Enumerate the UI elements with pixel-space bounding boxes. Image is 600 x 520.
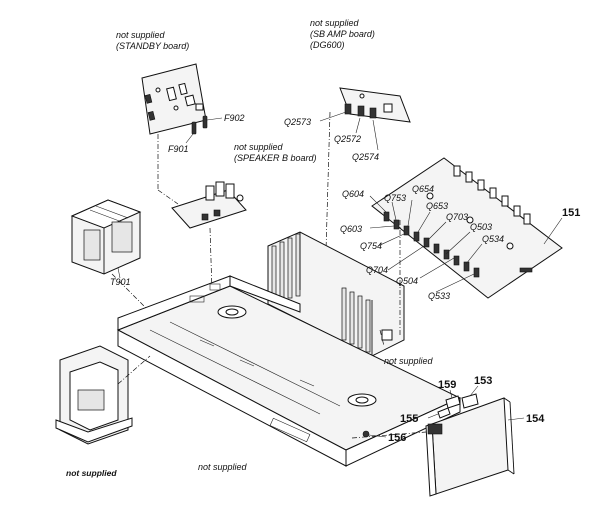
label-not-supplied-chassis: not supplied	[198, 462, 248, 472]
label-q2573: Q2573	[284, 117, 311, 127]
label-sb-amp-board-line1: not supplied	[310, 18, 360, 28]
label-speaker-b-board-line1: not supplied	[234, 142, 284, 152]
label-part-154: 154	[526, 413, 545, 425]
label-part-159: 159	[438, 379, 456, 391]
heat-sink	[267, 231, 405, 357]
chassis	[116, 275, 462, 467]
screw-156	[362, 430, 370, 438]
label-standby-board-line2: (STANDBY board)	[116, 41, 189, 51]
label-q503: Q503	[470, 222, 492, 232]
label-q504: Q504	[396, 276, 418, 286]
label-part-155: 155	[400, 413, 418, 425]
label-q2574: Q2574	[352, 152, 379, 162]
label-part-156: 156	[388, 432, 406, 444]
label-q534: Q534	[482, 234, 504, 244]
speaker-b-board	[171, 181, 247, 229]
transformer-t901	[70, 199, 142, 275]
fuse-f901	[191, 121, 197, 135]
label-q2572: Q2572	[334, 134, 361, 144]
label-q703: Q703	[446, 212, 468, 222]
label-q604: Q604	[342, 189, 364, 199]
bracket	[55, 345, 133, 445]
label-q603: Q603	[340, 224, 362, 234]
sb-amp-board	[339, 87, 411, 123]
label-sb-amp-board-line3: (DG600)	[310, 40, 345, 50]
label-sb-amp-board-line2: (SB AMP board)	[310, 29, 375, 39]
fuse-f902	[202, 115, 208, 129]
label-part-153: 153	[474, 375, 492, 387]
label-standby-board-line1: not supplied	[116, 30, 166, 40]
part-155	[437, 407, 451, 419]
front-panel-154	[425, 397, 515, 497]
label-not-supplied-bracket: not supplied	[66, 468, 117, 478]
label-q754: Q754	[360, 241, 382, 251]
label-not-supplied-heatsink: not supplied	[384, 356, 434, 366]
label-f901: F901	[168, 144, 189, 154]
label-q533: Q533	[428, 291, 450, 301]
label-q704: Q704	[366, 265, 388, 275]
part-153	[461, 393, 479, 409]
label-f902: F902	[224, 113, 245, 123]
label-q753: Q753	[384, 193, 406, 203]
label-part-151: 151	[562, 207, 580, 219]
part-159	[445, 395, 461, 409]
label-t901: T901	[110, 277, 131, 287]
standby-board	[141, 63, 207, 135]
main-board-151	[371, 157, 563, 299]
label-q653: Q653	[426, 201, 448, 211]
label-q654: Q654	[412, 184, 434, 194]
label-speaker-b-board-line2: (SPEAKER B board)	[234, 153, 317, 163]
